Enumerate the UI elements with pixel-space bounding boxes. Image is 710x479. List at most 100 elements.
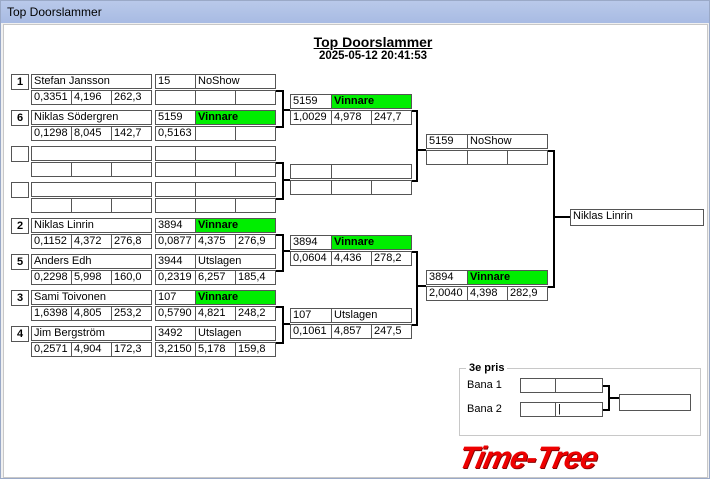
opponent-et — [195, 162, 236, 177]
reaction-time — [31, 198, 72, 213]
r2-speed: 278,2 — [371, 251, 412, 266]
et-time: 5,998 — [71, 270, 112, 285]
opponent-speed — [235, 162, 276, 177]
opponent-result: Utslagen — [195, 254, 276, 269]
speed — [111, 198, 152, 213]
r2-reaction: 0,0604 — [290, 251, 332, 266]
opponent-result: NoShow — [195, 74, 276, 89]
opponent-et — [195, 198, 236, 213]
semi-number: 3894 — [426, 270, 468, 285]
opponent-result: Vinnare — [195, 218, 276, 233]
opponent-reaction: 0,5790 — [155, 306, 196, 321]
r2-et — [331, 180, 372, 195]
speed — [111, 162, 152, 177]
et-time: 4,904 — [71, 342, 112, 357]
third-connector-1 — [603, 385, 609, 387]
connector — [548, 286, 554, 288]
r2-result: Vinnare — [331, 94, 412, 109]
connector — [282, 250, 290, 252]
r2-result: Vinnare — [331, 235, 412, 250]
lane1-input-a[interactable] — [520, 378, 556, 393]
r2-reaction: 1,0029 — [290, 110, 332, 125]
connector — [282, 162, 284, 200]
semi-number: 5159 — [426, 134, 468, 149]
opponent-result — [195, 182, 276, 197]
opponent-speed: 185,4 — [235, 270, 276, 285]
connector — [276, 234, 283, 236]
r2-et: 4,978 — [331, 110, 372, 125]
seed-box — [11, 146, 29, 162]
speed: 142,7 — [111, 126, 152, 141]
et-time — [71, 198, 112, 213]
third-place-group — [459, 368, 701, 436]
r2-reaction: 0,1061 — [290, 324, 332, 339]
semi-speed — [507, 150, 548, 165]
semi-reaction: 2,0040 — [426, 286, 468, 301]
seed-box — [11, 182, 29, 198]
lane1-label: Bana 1 — [467, 379, 502, 391]
racer-name — [31, 182, 152, 197]
r2-speed: 247,5 — [371, 324, 412, 339]
seed-box: 4 — [11, 326, 29, 342]
et-time: 8,045 — [71, 126, 112, 141]
third-connector-out — [608, 397, 620, 399]
speed: 253,2 — [111, 306, 152, 321]
speed: 172,3 — [111, 342, 152, 357]
opponent-speed — [235, 198, 276, 213]
semi-result: Vinnare — [467, 270, 548, 285]
opponent-number: 3944 — [155, 254, 196, 269]
opponent-et: 5,178 — [195, 342, 236, 357]
r2-et: 4,857 — [331, 324, 372, 339]
connector — [276, 126, 283, 128]
opponent-number: 3894 — [155, 218, 196, 233]
opponent-result — [195, 146, 276, 161]
semi-result: NoShow — [467, 134, 548, 149]
connector — [276, 306, 283, 308]
reaction-time: 0,1298 — [31, 126, 72, 141]
page-title: Top Doorslammer — [313, 34, 433, 50]
opponent-et — [195, 90, 236, 105]
connector — [412, 180, 417, 182]
et-time: 4,805 — [71, 306, 112, 321]
speed: 262,3 — [111, 90, 152, 105]
connector — [276, 342, 283, 344]
opponent-speed — [235, 90, 276, 105]
seed-box: 6 — [11, 110, 29, 126]
connector — [412, 251, 417, 253]
reaction-time — [31, 162, 72, 177]
lane1-input-b[interactable] — [555, 378, 603, 393]
racer-name: Jim Bergström — [31, 326, 152, 341]
et-time — [71, 162, 112, 177]
window-title: Top Doorslammer — [7, 5, 102, 19]
final-winner: Niklas Linrin — [570, 209, 704, 226]
connector — [276, 162, 283, 164]
opponent-et: 4,821 — [195, 306, 236, 321]
opponent-et: 6,257 — [195, 270, 236, 285]
r2-speed: 247,7 — [371, 110, 412, 125]
et-time: 4,372 — [71, 234, 112, 249]
lane2-input-a[interactable] — [520, 402, 556, 417]
lane2-input-b[interactable]: | — [555, 402, 603, 417]
opponent-number: 15 — [155, 74, 196, 89]
connector — [282, 323, 290, 325]
opponent-result: Vinnare — [195, 290, 276, 305]
connector — [416, 149, 426, 151]
title-bar[interactable]: Top Doorslammer — [1, 1, 709, 23]
racer-name: Stefan Jansson — [31, 74, 152, 89]
opponent-reaction: 0,2319 — [155, 270, 196, 285]
opponent-reaction — [155, 198, 196, 213]
event-datetime: 2025-05-12 20:41:53 — [318, 50, 428, 62]
seed-box: 5 — [11, 254, 29, 270]
connector — [282, 179, 290, 181]
semi-speed: 282,9 — [507, 286, 548, 301]
opponent-speed: 248,2 — [235, 306, 276, 321]
connector — [416, 285, 426, 287]
reaction-time: 0,1152 — [31, 234, 72, 249]
opponent-number — [155, 146, 196, 161]
r2-result: Utslagen — [331, 308, 412, 323]
opponent-speed — [235, 126, 276, 141]
connector — [282, 234, 284, 272]
third-place-winner-field[interactable] — [619, 394, 691, 411]
opponent-reaction: 0,5163 — [155, 126, 196, 141]
opponent-result: Utslagen — [195, 326, 276, 341]
